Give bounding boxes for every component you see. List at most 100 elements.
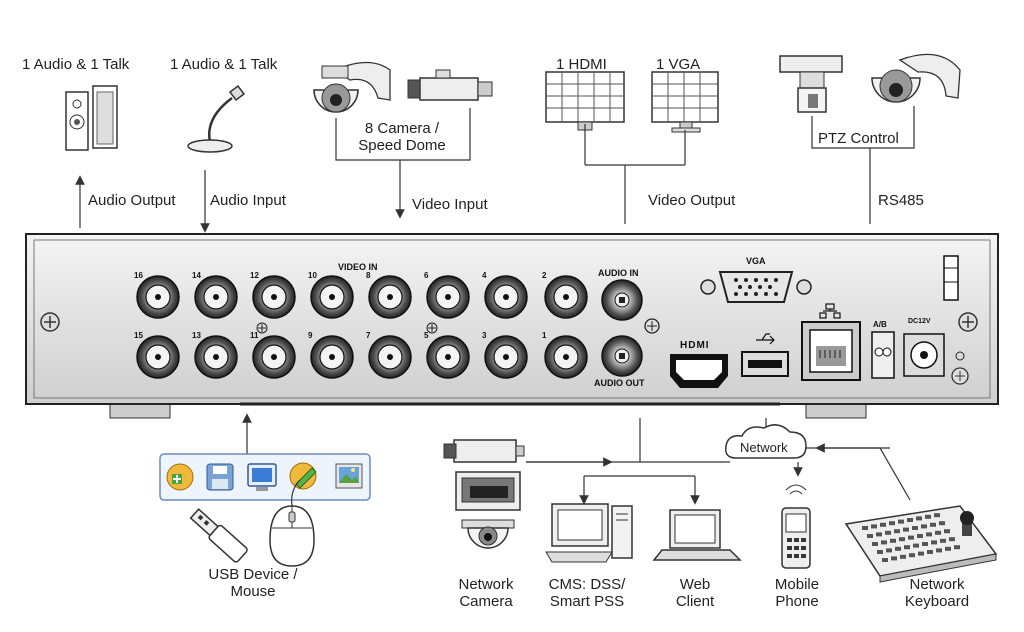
keyboard-key	[903, 527, 909, 532]
keyboard-key	[912, 526, 918, 530]
keyboard-key	[891, 556, 897, 561]
usb-port	[741, 333, 789, 377]
bnc-video-port	[544, 275, 588, 319]
ptz-caption: PTZ Control	[818, 130, 899, 147]
keyboard-key	[939, 521, 945, 526]
port-number-label: 10	[308, 271, 317, 280]
dc-power-port	[903, 333, 945, 377]
right-screw-icon	[958, 312, 978, 332]
usb-toolbar	[159, 453, 371, 501]
port-number-label: 15	[134, 331, 143, 340]
usb-caption: USB Device / Mouse	[208, 566, 298, 600]
vga-monitor-icon	[651, 71, 719, 133]
top-connectors	[75, 106, 915, 233]
cms-caption: CMS: DSS/ Smart PSS	[548, 576, 626, 610]
speed-dome-icon	[313, 61, 391, 113]
keyboard-key	[909, 553, 915, 558]
bnc-video-port	[426, 335, 470, 379]
keyboard-icon	[844, 505, 998, 583]
dc-label: DC12V	[908, 318, 931, 325]
video-in-ports	[136, 275, 588, 379]
keyboard-key	[871, 524, 877, 529]
ptz-camera-icon	[779, 53, 961, 113]
keyboard-key	[918, 551, 924, 556]
keyboard-key	[907, 518, 913, 522]
keyboard-key	[922, 542, 928, 546]
port-number-label: 2	[542, 271, 547, 280]
hdmi-caption: 1 HDMI	[556, 56, 607, 73]
keyboard-key	[944, 529, 950, 534]
speaker-icon	[65, 85, 118, 151]
keyboard-key	[925, 514, 931, 519]
keyboard-key	[894, 529, 900, 534]
video-input-label: Video Input	[412, 196, 488, 213]
bnc-video-port	[544, 335, 588, 379]
keyboard-key	[882, 558, 888, 562]
left-screw-icon	[40, 312, 60, 332]
bnc-video-port	[252, 335, 296, 379]
ground-icon	[644, 318, 660, 334]
keyboard-key	[917, 534, 923, 538]
floppy-disk-icon	[206, 463, 234, 491]
keyboard-key	[931, 540, 937, 545]
web-client-caption: Web Client	[675, 576, 715, 610]
port-number-label: 14	[192, 271, 201, 280]
port-number-label: 1	[542, 331, 547, 340]
bnc-video-port	[136, 275, 180, 319]
monitor-app-icon	[247, 463, 277, 491]
keyboard-key	[889, 521, 895, 526]
keyboard-key	[930, 522, 936, 527]
keyboard-key	[927, 550, 933, 554]
port-number-label: 13	[192, 331, 201, 340]
bnc-video-port	[368, 335, 412, 379]
keyboard-key	[934, 513, 940, 518]
audio-out-port	[601, 335, 643, 377]
keyboard-key	[890, 538, 896, 543]
keyboard-key	[916, 516, 922, 521]
port-number-label: 9	[308, 331, 313, 340]
network-camera-group	[443, 439, 525, 549]
keyboard-key	[877, 550, 883, 554]
bnc-video-port	[426, 275, 470, 319]
keyboard-key	[900, 554, 906, 559]
rs485-terminal	[871, 331, 895, 379]
gallery-app-icon	[335, 463, 363, 489]
keyboard-key	[945, 546, 951, 551]
keyboard-key	[867, 534, 873, 538]
video-in-label: VIDEO IN	[338, 262, 378, 272]
keyboard-key	[921, 524, 927, 529]
keyboard-key	[881, 540, 887, 545]
dvr-rear-panel	[25, 233, 999, 419]
port-number-label: 3	[482, 331, 487, 340]
bnc-video-port	[194, 335, 238, 379]
keyboard-key	[886, 548, 892, 553]
ethernet-port	[801, 303, 861, 381]
keyboard-key	[872, 542, 878, 546]
mobile-phone-caption: Mobile Phone	[774, 576, 820, 610]
cloud-icon	[724, 424, 807, 459]
keyboard-key	[899, 537, 905, 542]
port-number-label: 4	[482, 271, 487, 280]
network-camera-caption: Network Camera	[458, 576, 514, 610]
vga-caption: 1 VGA	[656, 56, 701, 73]
gnd-screw-icon	[951, 351, 969, 385]
keyboard-key	[908, 535, 914, 540]
hdmi-port	[670, 354, 728, 388]
port-number-label: 11	[250, 331, 259, 340]
bnc-video-port	[484, 335, 528, 379]
bullet-camera-icon	[443, 439, 525, 463]
audio-output-label: Audio Output	[88, 192, 176, 209]
bnc-video-port	[368, 275, 412, 319]
bnc-video-port	[136, 335, 180, 379]
keyboard-key	[936, 548, 942, 553]
speaker-caption: 1 Audio & 1 Talk	[22, 56, 130, 73]
keyboard-key	[913, 543, 919, 548]
bnc-video-port	[194, 275, 238, 319]
usb-drive-icon	[189, 508, 248, 563]
keyboard-key	[926, 532, 932, 537]
network-connectors	[526, 418, 911, 505]
vga-port-label: VGA	[746, 256, 766, 266]
edit-app-icon	[289, 462, 317, 490]
